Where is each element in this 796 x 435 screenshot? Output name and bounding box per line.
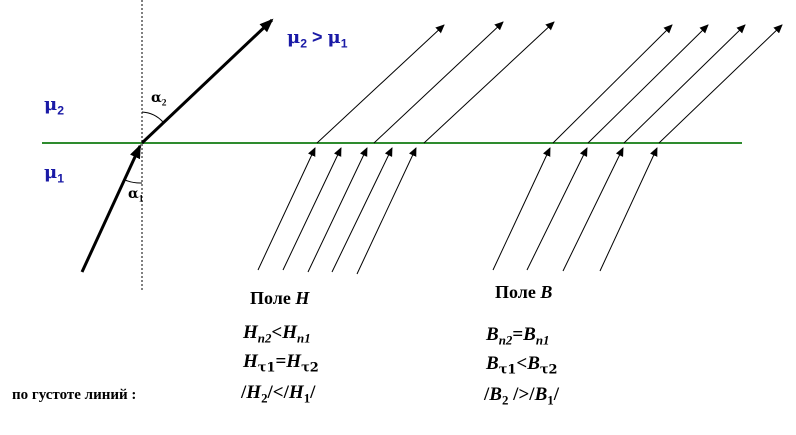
b-refracted-line xyxy=(552,24,673,144)
b-incident-line xyxy=(492,147,551,271)
field-h-density-relation: /H2/</H1/ xyxy=(241,382,316,406)
density-caption: по густоте линий : xyxy=(12,387,137,403)
field-b-density-relation: /B2 />/B1/ xyxy=(484,384,559,408)
b-incident-line xyxy=(562,147,624,272)
angle-alpha1-label: α1 xyxy=(128,186,144,205)
b-incident-line xyxy=(526,147,588,271)
medium-upper-label: μ2 xyxy=(44,94,64,118)
refracted-ray xyxy=(140,18,274,145)
angle-alpha2-label: α2 xyxy=(151,90,167,109)
field-b-tangent-relation: Bτ1<Bτ2 xyxy=(486,353,558,378)
mu-relation-label: μ2 > μ1 xyxy=(287,27,348,51)
h-refracted-line xyxy=(316,24,445,144)
field-b-normal-relation: Bn2=Bn1 xyxy=(486,324,550,348)
field-b-title: Поле B xyxy=(495,282,553,302)
h-incident-line xyxy=(307,147,368,273)
h-refracted-line xyxy=(373,21,504,144)
h-refracted-line xyxy=(423,21,555,144)
h-incident-line xyxy=(257,147,316,271)
h-incident-line xyxy=(331,147,393,273)
b-refracted-line xyxy=(623,24,746,144)
field-h-tangent-relation: Hτ1=Hτ2 xyxy=(243,351,319,376)
b-refracted-line xyxy=(658,24,783,144)
incident-ray xyxy=(80,144,142,273)
medium-lower-label: μ1 xyxy=(44,162,64,186)
angle-arc-alpha2 xyxy=(141,111,164,123)
field-h-title: Поле H xyxy=(250,288,310,308)
angle-arc-alpha1 xyxy=(124,179,143,184)
field-h-normal-relation: Hn2<Hn1 xyxy=(243,322,311,346)
h-incident-line xyxy=(282,147,342,271)
b-refracted-line xyxy=(587,24,709,144)
b-incident-line xyxy=(599,147,658,272)
h-incident-line xyxy=(356,147,417,275)
